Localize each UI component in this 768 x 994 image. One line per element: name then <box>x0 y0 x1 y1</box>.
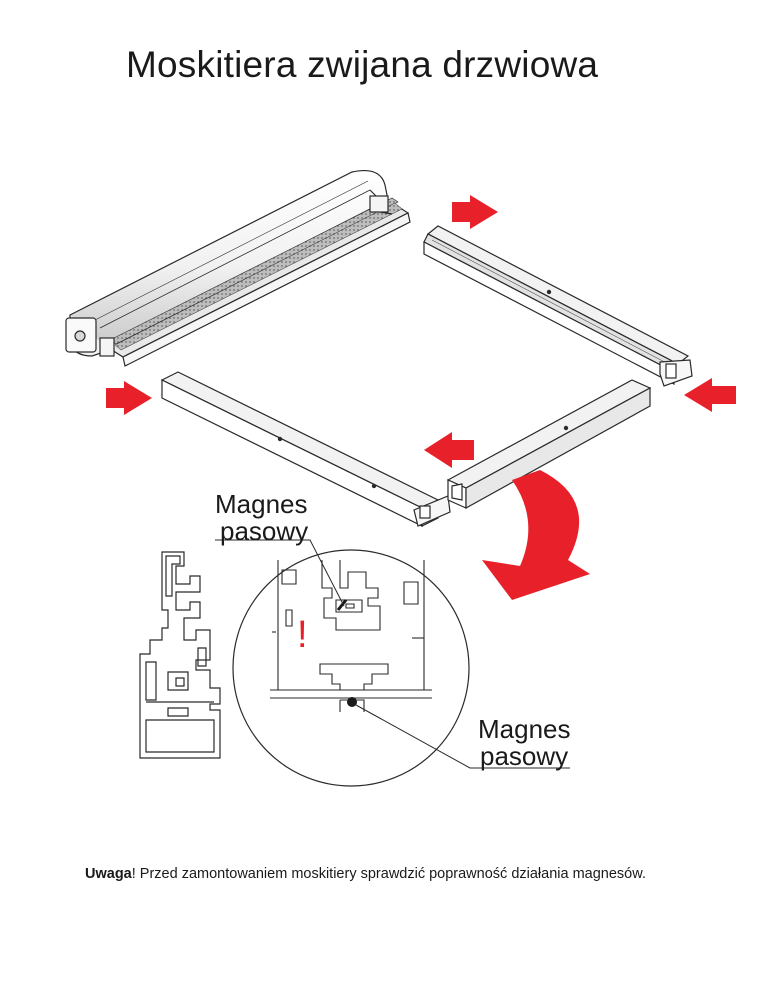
arrow-right-icon <box>452 195 498 229</box>
magnified-profile <box>270 560 432 712</box>
warning-mark: ! <box>297 614 308 656</box>
installation-note: Uwaga! Przed zamontowaniem moskitiery sp… <box>85 866 646 882</box>
arrow-icons <box>106 195 736 600</box>
arrow-right-icon <box>106 381 152 415</box>
right-guide-rail <box>423 225 693 387</box>
left-guide-rail <box>160 371 451 527</box>
threshold-rail <box>446 379 652 510</box>
roller-cassette <box>65 169 411 367</box>
profile-cross-section <box>139 551 221 759</box>
arrow-left-icon <box>424 432 474 468</box>
page-title: Moskitiera zwijana drzwiowa <box>126 44 599 85</box>
magnet-label-bottom: Magnes pasowy <box>478 716 571 770</box>
magnet-dot <box>347 697 357 707</box>
magnet-label-bottom-line1: Magnes <box>478 714 571 744</box>
magnet-label-top: Magnes pasowy <box>215 491 308 545</box>
magnet-label-top-line1: Magnes <box>215 489 308 519</box>
note-text: ! Przed zamontowaniem moskitiery sprawdz… <box>131 866 646 882</box>
arrow-left-icon <box>684 378 736 412</box>
note-bold: Uwaga <box>85 866 132 882</box>
magnet-label-top-line2: pasowy <box>220 516 309 546</box>
magnet-label-bottom-line2: pasowy <box>480 741 569 771</box>
magnifier-circle <box>232 549 470 787</box>
curved-arrow-icon <box>482 470 590 600</box>
magnet-strip <box>336 599 348 611</box>
leader-lines <box>215 539 570 769</box>
